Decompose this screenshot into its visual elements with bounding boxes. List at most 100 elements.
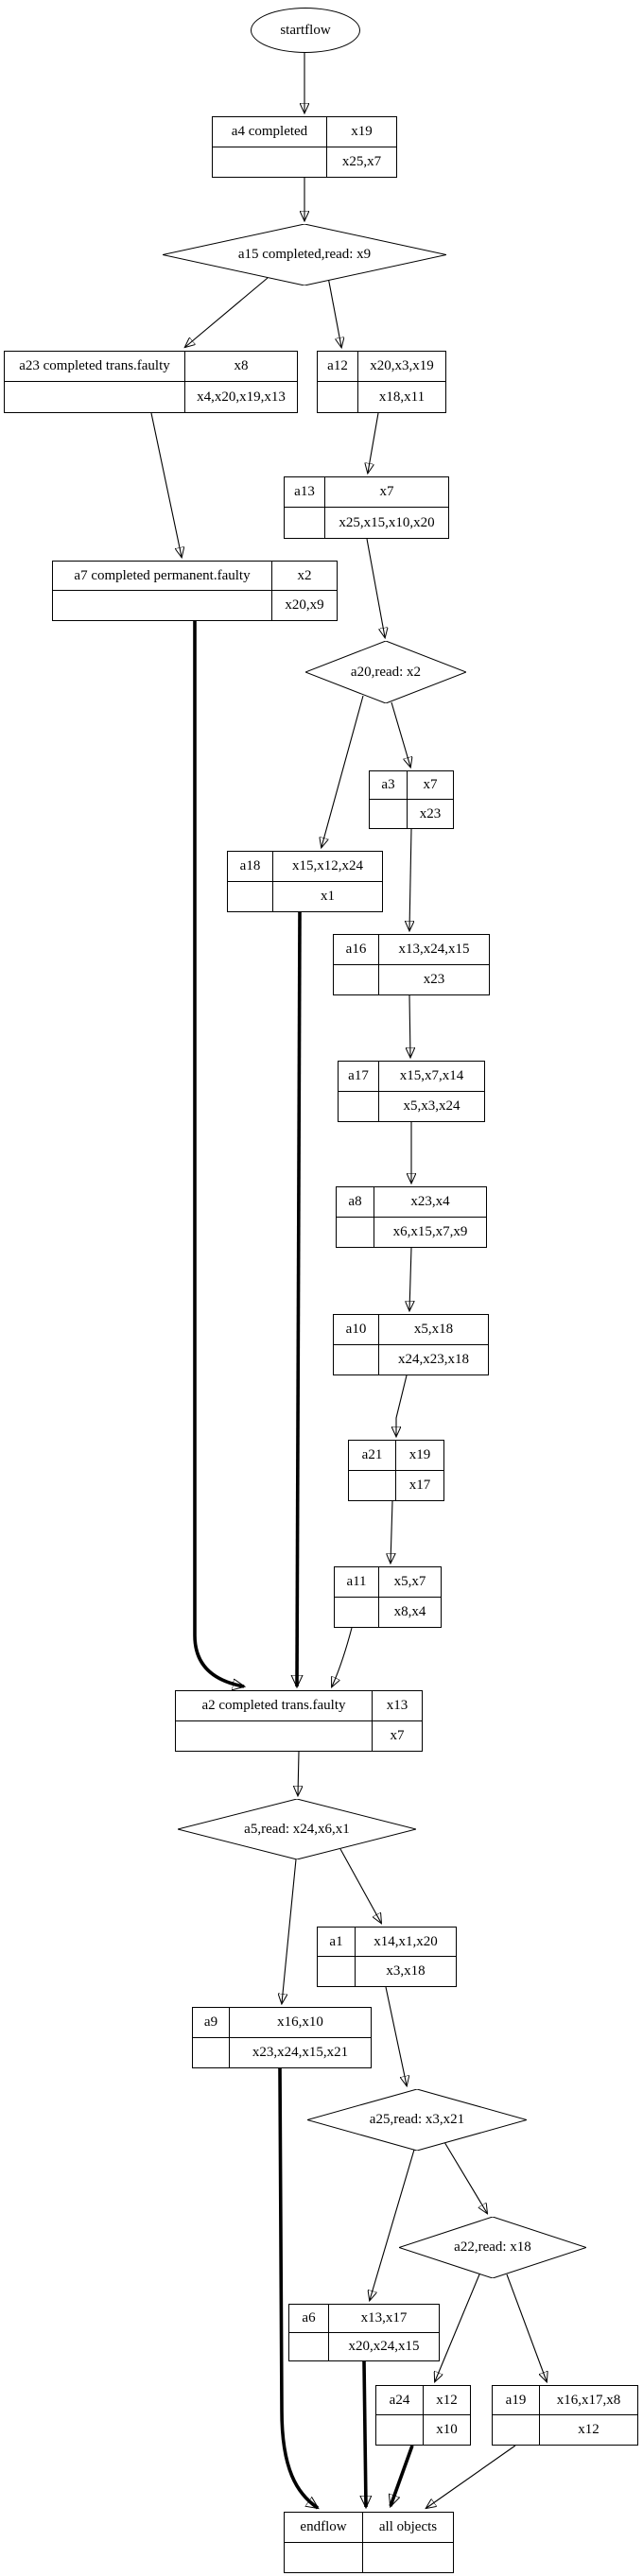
edge-a20-a3 bbox=[391, 701, 410, 767]
node-a22-label: a22,read: x18 bbox=[454, 2239, 531, 2255]
node-a3: a3 x7 x23 bbox=[369, 770, 454, 829]
edge-a2-a5 bbox=[298, 1751, 299, 1795]
edge-a16-a17 bbox=[409, 994, 410, 1057]
node-a2-top-value: x13 bbox=[373, 1691, 422, 1721]
node-a10-empty-cell bbox=[334, 1344, 379, 1374]
node-a10-name: a10 bbox=[334, 1315, 379, 1345]
node-a17-name: a17 bbox=[339, 1062, 379, 1092]
node-a2-bottom-value: x7 bbox=[390, 1727, 405, 1743]
node-a6-top-value: x13,x17 bbox=[329, 2305, 439, 2333]
edge-a21-a11 bbox=[391, 1500, 392, 1563]
node-a16-top-value: x13,x24,x15 bbox=[379, 935, 489, 965]
node-a7-empty-cell bbox=[53, 591, 272, 620]
node-a12: a12 x20,x3,x19 x18,x11 bbox=[317, 351, 446, 413]
edge-a18-a2 bbox=[297, 911, 300, 1686]
node-a3-name: a3 bbox=[370, 771, 408, 800]
node-a5-label: a5,read: x24,x6,x1 bbox=[244, 1821, 350, 1837]
node-a3-empty-cell bbox=[370, 800, 408, 828]
node-a11: a11 x5,x7 x8,x4 bbox=[334, 1566, 442, 1628]
node-a2-name: a2 completed trans.faulty bbox=[176, 1691, 373, 1721]
node-a6-empty-cell bbox=[289, 2332, 329, 2360]
node-a19-top-value: x16,x17,x8 bbox=[540, 2386, 637, 2415]
node-a24-name: a24 bbox=[376, 2386, 424, 2415]
node-a7-name: a7 completed permanent.faulty bbox=[53, 562, 272, 591]
node-a18-top-value: x15,x12,x24 bbox=[273, 852, 382, 882]
node-a18-empty-cell bbox=[228, 881, 273, 911]
node-a23-name: a23 completed trans.faulty bbox=[5, 352, 185, 382]
edge-a9-endflow bbox=[278, 2067, 318, 2510]
edge-a10-a21 bbox=[396, 1374, 408, 1436]
node-a18-name: a18 bbox=[228, 852, 273, 882]
node-a9: a9 x16,x10 x23,x24,x15,x21 bbox=[192, 2007, 372, 2068]
node-a13-name: a13 bbox=[285, 477, 325, 508]
node-a2-empty-cell bbox=[176, 1720, 373, 1751]
edge-a8-a10 bbox=[409, 1247, 411, 1310]
node-a11-top-value: x5,x7 bbox=[379, 1567, 441, 1598]
node-a23-bottom-value: x4,x20,x19,x13 bbox=[197, 389, 286, 405]
node-a10-bottom-value: x24,x23,x18 bbox=[398, 1351, 469, 1367]
node-a3-top-value: x7 bbox=[408, 771, 453, 800]
node-a24-top-value: x12 bbox=[424, 2386, 470, 2415]
node-endflow: endflow all objects bbox=[284, 2512, 454, 2573]
node-endflow-empty-cell bbox=[285, 2542, 363, 2572]
node-a18: a18 x15,x12,x24 x1 bbox=[227, 851, 383, 912]
node-a4-bottom-value: x25,x7 bbox=[341, 153, 382, 169]
node-startflow-label: startflow bbox=[280, 22, 331, 38]
node-a16-empty-cell bbox=[334, 964, 379, 994]
node-a8-top-value: x23,x4 bbox=[374, 1187, 486, 1218]
node-a17-top-value: x15,x7,x14 bbox=[379, 1062, 484, 1092]
node-a23-empty-cell bbox=[5, 382, 185, 412]
node-a13-top-value: x7 bbox=[325, 477, 448, 508]
node-a23: a23 completed trans.faulty x8 x4,x20,x19… bbox=[4, 351, 298, 413]
edge-a25-a6 bbox=[370, 2149, 415, 2300]
node-a7: a7 completed permanent.faulty x2 x20,x9 bbox=[52, 561, 338, 621]
node-a1-top-value: x14,x1,x20 bbox=[356, 1928, 456, 1957]
node-a19: a19 x16,x17,x8 x12 bbox=[492, 2385, 638, 2446]
node-a21-bottom-value: x17 bbox=[408, 1477, 431, 1493]
node-a13: a13 x7 x25,x15,x10,x20 bbox=[284, 476, 449, 539]
edge-a1-a25 bbox=[385, 1986, 407, 2085]
node-a20: a20,read: x2 bbox=[305, 641, 466, 703]
node-a12-bottom-value: x18,x11 bbox=[378, 389, 426, 405]
node-a19-empty-cell bbox=[493, 2415, 540, 2445]
node-a3-bottom-value: x23 bbox=[419, 805, 442, 821]
node-a1-name: a1 bbox=[318, 1928, 356, 1957]
node-a1-empty-cell bbox=[318, 1957, 356, 1986]
edge-a5-a1 bbox=[339, 1848, 381, 1923]
node-a7-top-value: x2 bbox=[272, 562, 337, 591]
edge-a20-a18 bbox=[322, 695, 364, 847]
node-a8-bottom-value: x6,x15,x7,x9 bbox=[392, 1223, 468, 1239]
node-a21: a21 x19 x17 bbox=[348, 1440, 444, 1501]
node-a15: a15 completed,read: x9 bbox=[163, 224, 446, 285]
node-a1-bottom-value: x3,x18 bbox=[386, 1963, 426, 1979]
node-a13-bottom-value: x25,x15,x10,x20 bbox=[339, 514, 435, 530]
node-a9-top-value: x16,x10 bbox=[230, 2008, 371, 2038]
edge-a3-a16 bbox=[409, 828, 411, 930]
node-a9-bottom-value: x23,x24,x15,x21 bbox=[252, 2044, 349, 2060]
node-a8: a8 x23,x4 x6,x15,x7,x9 bbox=[336, 1186, 487, 1248]
edge-a15-a23 bbox=[185, 277, 269, 347]
node-a6-bottom-value: x20,x24,x15 bbox=[348, 2338, 420, 2354]
node-a4-empty-cell bbox=[213, 147, 327, 177]
node-a2: a2 completed trans.faulty x13 x7 bbox=[175, 1690, 423, 1752]
edge-a23-a7 bbox=[150, 412, 182, 557]
node-a1: a1 x14,x1,x20 x3,x18 bbox=[317, 1927, 457, 1987]
edge-a6-endflow bbox=[364, 2360, 366, 2507]
edge-a22-a19 bbox=[506, 2273, 547, 2381]
node-a4: a4 completed x19 x25,x7 bbox=[212, 116, 397, 178]
node-a17: a17 x15,x7,x14 x5,x3,x24 bbox=[338, 1061, 485, 1122]
edge-a5-a9 bbox=[282, 1859, 297, 2003]
node-a24: a24 x12 x10 bbox=[375, 2385, 471, 2446]
edge-a24-endflow bbox=[391, 2445, 414, 2506]
node-a24-empty-cell bbox=[376, 2415, 424, 2445]
node-a6-name: a6 bbox=[289, 2305, 329, 2333]
node-endflow-bottom-value bbox=[363, 2543, 453, 2573]
node-a11-bottom-value: x8,x4 bbox=[393, 1603, 426, 1619]
node-a22: a22,read: x18 bbox=[399, 2217, 586, 2278]
node-a6: a6 x13,x17 x20,x24,x15 bbox=[288, 2304, 440, 2361]
node-startflow: startflow bbox=[251, 8, 360, 53]
node-a4-name: a4 completed bbox=[213, 117, 327, 147]
node-a12-name: a12 bbox=[318, 352, 358, 382]
